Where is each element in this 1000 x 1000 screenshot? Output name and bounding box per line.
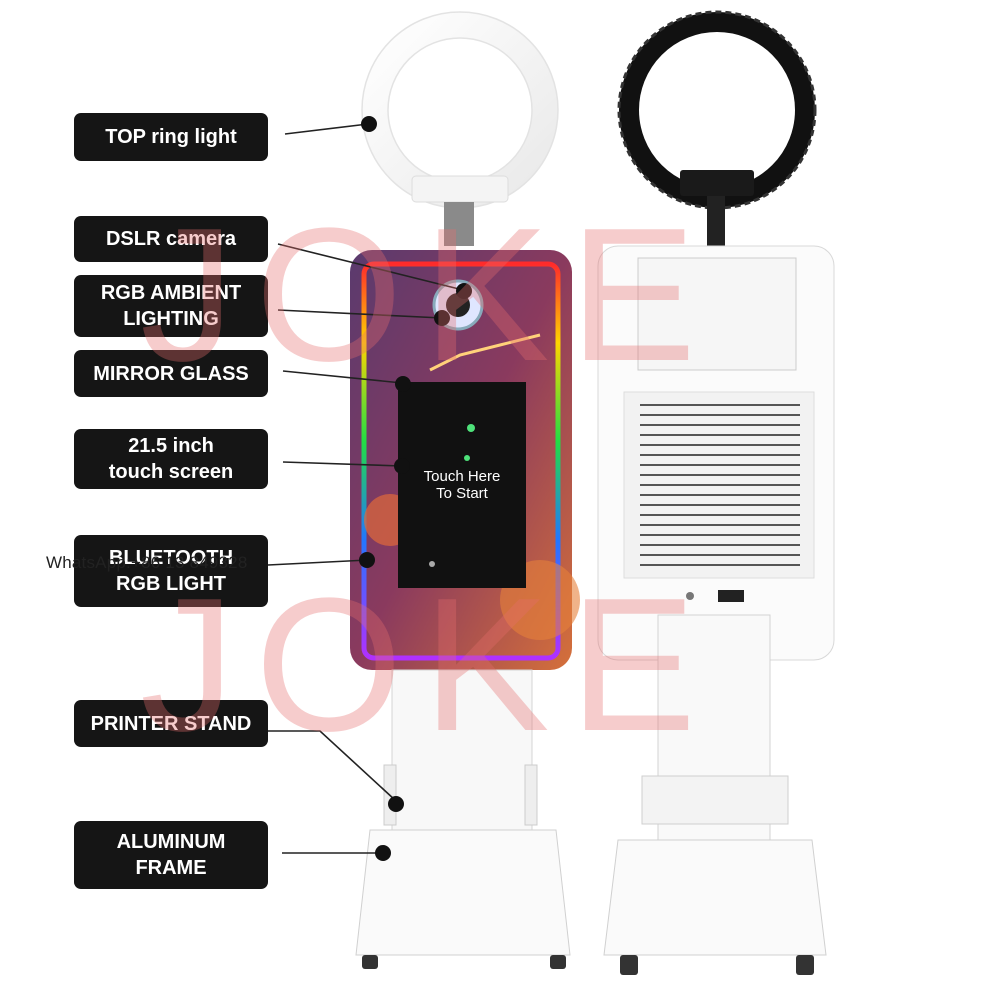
mirror-dot xyxy=(395,376,411,392)
label-touch-screen: 21.5 inch touch screen xyxy=(74,429,268,489)
printer-stand-dot xyxy=(388,796,404,812)
label-aluminum-frame: ALUMINUM FRAME xyxy=(74,821,268,889)
label-rgb-ambient-lighting-text: RGB AMBIENT LIGHTING xyxy=(100,282,242,330)
label-dslr-camera: DSLR camera xyxy=(74,216,268,262)
label-aluminum-frame-text: ALUMINUM FRAME xyxy=(116,831,226,879)
label-touch-screen-text: 21.5 inch touch screen xyxy=(108,435,234,483)
front-touch-screen xyxy=(398,382,526,588)
bluetooth-dot xyxy=(359,552,375,568)
ring-light-dot xyxy=(361,116,377,132)
brand-watermark-bottom: JOKE xyxy=(140,559,717,771)
screen-line-2: To Start xyxy=(436,485,488,502)
contact-watermark: WhatsApp:+86 13 849328 xyxy=(46,553,248,572)
label-printer-stand: PRINTER STAND xyxy=(74,700,268,747)
frame-dot xyxy=(375,845,391,861)
screen-prompt: Touch Here To Start xyxy=(398,468,526,502)
front-ring-light xyxy=(361,11,559,246)
label-bluetooth-rgb-light-text: BLUETOOTH RGB LIGHT xyxy=(108,547,234,595)
label-top-ring-light: TOP ring light xyxy=(74,113,268,161)
label-mirror-glass-text: MIRROR GLASS xyxy=(93,362,249,385)
label-mirror-glass: MIRROR GLASS xyxy=(74,350,268,397)
back-stand xyxy=(603,614,827,975)
back-body xyxy=(597,245,835,661)
label-top-ring-light-text: TOP ring light xyxy=(105,126,237,148)
label-rgb-ambient-lighting: RGB AMBIENT LIGHTING xyxy=(74,275,268,337)
label-dslr-camera-text: DSLR camera xyxy=(105,228,237,250)
screen-dot xyxy=(394,458,410,474)
label-printer-stand-text: PRINTER STAND xyxy=(90,712,252,735)
back-ring-light xyxy=(617,10,817,246)
ambient-dot xyxy=(434,310,450,326)
brand-watermark-top: JOKE xyxy=(140,189,717,401)
front-stand xyxy=(355,669,571,969)
camera-dot xyxy=(456,283,472,299)
screen-line-1: Touch Here xyxy=(423,468,501,485)
label-bluetooth-rgb-light: BLUETOOTH RGB LIGHT xyxy=(74,535,268,607)
leader-lines xyxy=(267,123,464,854)
